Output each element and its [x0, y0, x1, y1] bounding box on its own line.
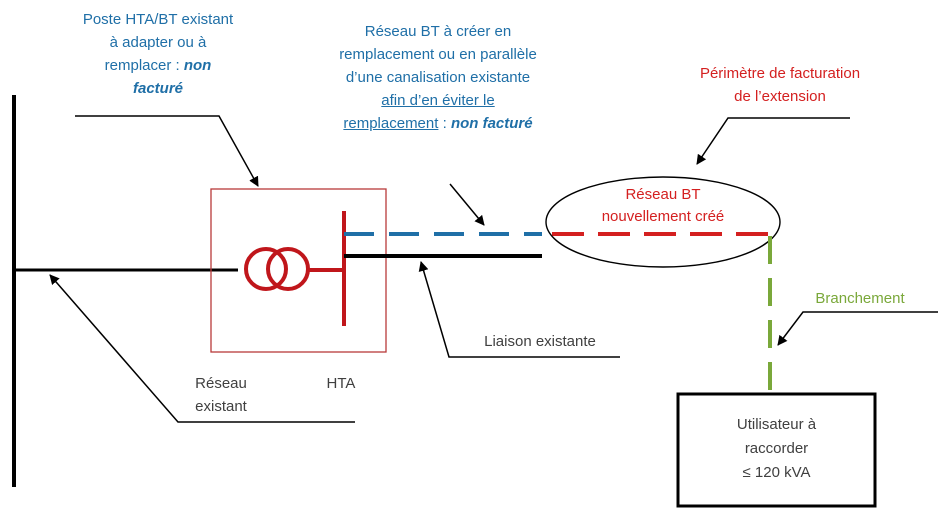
- poste-label-line1: Poste HTA/BT existant: [82, 11, 234, 28]
- liaison-label: Liaison existante: [455, 330, 625, 353]
- substation-box: [210, 188, 387, 353]
- utilisateur-label-line2: raccorder: [744, 440, 809, 457]
- reseau-bt-label-line5: remplacement : non facturé: [318, 112, 558, 135]
- reseau-existant-label-line1: Réseau: [195, 375, 247, 392]
- reseau-bt-label: Réseau BT à créer en remplacement ou en …: [318, 20, 558, 135]
- reseau-existant-label: Réseau existant: [176, 372, 266, 418]
- reseau-bt-label-line1: Réseau BT à créer en: [364, 23, 512, 40]
- reseau-bt-label-line2: remplacement ou en parallèle: [339, 46, 537, 63]
- perimetre-label-line1: Périmètre de facturation: [699, 65, 861, 82]
- poste-label: Poste HTA/BT existant à adapter ou à rem…: [58, 8, 258, 93]
- reseau-bt-label-line5-text: remplacement: [343, 115, 439, 132]
- liaison-label-text: Liaison existante: [484, 333, 596, 350]
- poste-label-line4-bold: facturé: [132, 80, 184, 93]
- reseau-existant-label-line2: existant: [195, 398, 247, 415]
- poste-label-line2: à adapter ou à: [109, 34, 207, 51]
- nouveau-reseau-label-line1: Réseau BT: [625, 186, 701, 203]
- nouveau-reseau-label-line2: nouvellement créé: [601, 208, 725, 225]
- billing-perimeter-ellipse: [545, 176, 781, 268]
- nouveau-reseau-label: Réseau BT nouvellement créé: [583, 184, 743, 228]
- reseau-bt-label-line5-bold: non facturé: [450, 115, 533, 132]
- poste-label-line3-bold: non: [183, 57, 212, 74]
- reseau-bt-label-line4: afin d’en éviter le: [381, 92, 495, 109]
- hta-label-text: HTA: [326, 375, 356, 392]
- reseau-bt-label-line5-sep: :: [438, 115, 451, 132]
- reseau-existant-leader-arrow: [49, 274, 355, 423]
- perimetre-label: Périmètre de facturation de l’extension: [660, 62, 900, 108]
- branchement-leader-arrow: [777, 311, 938, 346]
- perimetre-leader-arrow: [696, 117, 850, 165]
- liaison-leader-arrow: [418, 261, 620, 358]
- hta-label: HTA: [316, 372, 366, 395]
- branchement-label-text: Branchement: [815, 290, 905, 307]
- reseau-bt-leader-arrow: [449, 183, 485, 226]
- branchement-label: Branchement: [800, 287, 920, 310]
- reseau-bt-label-line3: d’une canalisation existante: [345, 69, 531, 86]
- user-box: [676, 392, 877, 508]
- utilisateur-label-line3: ≤ 120 kVA: [742, 464, 811, 481]
- perimetre-label-line2: de l’extension: [734, 88, 826, 105]
- poste-label-line3-text: remplacer :: [104, 57, 184, 74]
- transformer-symbol: [244, 211, 346, 326]
- poste-leader-arrow: [75, 115, 259, 187]
- utilisateur-label: Utilisateur à raccorder ≤ 120 kVA: [680, 413, 873, 485]
- utilisateur-label-line1: Utilisateur à: [736, 416, 817, 433]
- poste-label-line3: remplacer : non: [58, 54, 258, 77]
- poste-label-line4: facturé: [58, 77, 258, 93]
